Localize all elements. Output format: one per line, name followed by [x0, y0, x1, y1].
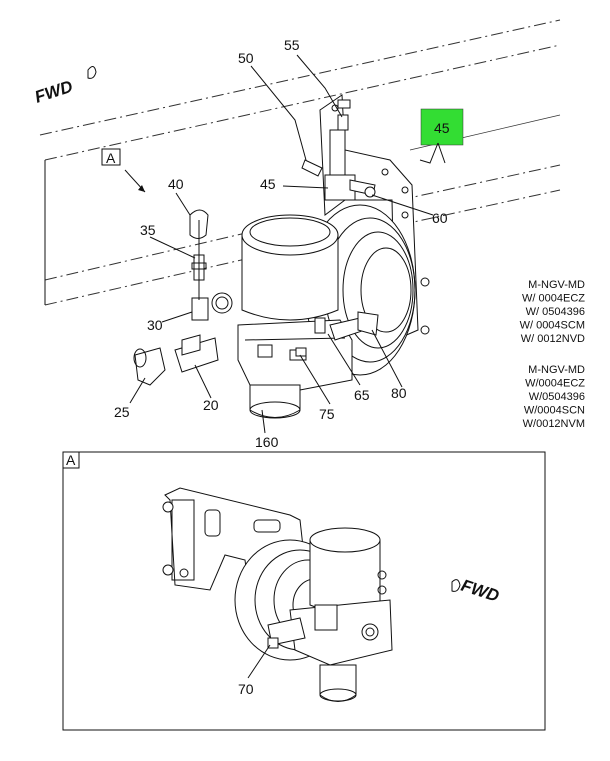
callout-60: 60 — [432, 210, 448, 226]
air-dryer — [211, 214, 353, 419]
arrow-icon — [87, 66, 97, 79]
fwd-indicator-top: FWD — [32, 66, 97, 107]
right-fittings — [295, 311, 379, 357]
frame-rail-lines — [39, 19, 561, 306]
top-fittings — [301, 114, 376, 201]
note-line: W/0504396 — [529, 391, 585, 403]
callout-20: 20 — [203, 397, 219, 413]
note-line: W/ 0004ECZ — [522, 293, 585, 305]
detail-label: A — [66, 452, 76, 468]
callout-80: 80 — [391, 385, 407, 401]
callout-55: 55 — [284, 37, 300, 53]
note-line: M-NGV-MD — [528, 279, 585, 291]
note-line: M-NGV-MD — [528, 364, 585, 376]
note-line: W/ 0504396 — [526, 306, 585, 318]
callout-25: 25 — [114, 404, 130, 420]
leader-70 — [247, 644, 271, 679]
detail-label-box — [62, 451, 80, 469]
highlight-box-45 — [420, 108, 464, 146]
note-line: W/0012NVM — [523, 418, 585, 430]
callout-30: 30 — [147, 317, 163, 333]
note-line: W/ 0004SCM — [520, 320, 585, 332]
note-line: W/ 0012NVD — [521, 333, 585, 345]
callout-65: 65 — [354, 387, 370, 403]
view-a-marker: A — [101, 148, 146, 193]
note-line: W/0004SCN — [524, 405, 585, 417]
callout-50: 50 — [238, 50, 254, 66]
callout-35: 35 — [140, 222, 156, 238]
callout-160: 160 — [255, 434, 279, 450]
callout-45-box: 45 — [434, 120, 450, 136]
callout-45: 45 — [260, 176, 276, 192]
view-a-label: A — [106, 150, 116, 166]
view-arrow-icon — [138, 185, 145, 192]
arrow-detail-icon — [451, 579, 461, 592]
left-fittings — [133, 209, 219, 386]
leader-lines — [129, 54, 446, 434]
callout-70: 70 — [238, 681, 254, 697]
note-line: W/0004ECZ — [525, 378, 585, 390]
callout-75: 75 — [319, 406, 335, 422]
callouts-top: 55 50 45 40 45 60 35 30 25 20 75 65 80 1… — [114, 37, 450, 450]
detail-dryer — [267, 527, 393, 702]
callout-40: 40 — [168, 176, 184, 192]
fwd-label-top: FWD — [32, 77, 75, 107]
